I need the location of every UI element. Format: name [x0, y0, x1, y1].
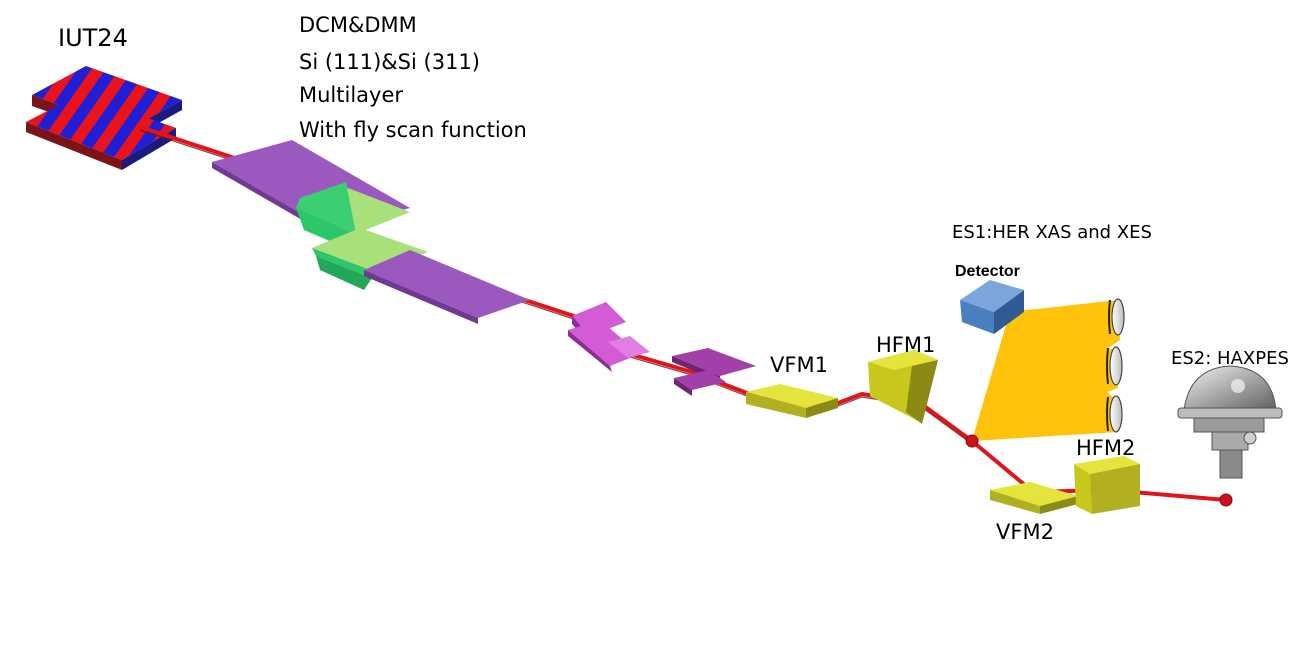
hfm2-mirror	[1074, 456, 1140, 514]
label-detector: Detector	[955, 263, 1020, 280]
mono-line-3: Multilayer	[299, 83, 403, 107]
label-monochromator: DCM&DMM Si (111)&Si (311) Multilayer Wit…	[299, 13, 527, 142]
haxpes-chamber	[1177, 365, 1283, 479]
sample-point-es2	[1219, 493, 1233, 507]
label-undulator: IUT24	[58, 24, 128, 52]
label-hfm2: HFM2	[1076, 436, 1135, 460]
mirror-pair-magenta	[672, 348, 756, 396]
label-hfm1: HFM1	[876, 333, 935, 357]
analyzer-crystals	[1106, 298, 1125, 433]
vfm1-mirror	[746, 384, 838, 418]
xes-fan	[972, 300, 1120, 441]
label-es1: ES1:HER XAS and XES	[952, 222, 1152, 243]
undulator-iut24	[26, 66, 182, 170]
vfm2-mirror	[990, 482, 1078, 514]
label-vfm1: VFM1	[770, 353, 828, 377]
mono-line-2: Si (111)&Si (311)	[299, 50, 480, 74]
mono-line-1: DCM&DMM	[299, 13, 417, 37]
label-es2: ES2: HAXPES	[1171, 348, 1289, 369]
monochromator-dcm-dmm	[212, 140, 530, 324]
mirror-pair-pink	[568, 302, 650, 372]
detector-box	[960, 280, 1024, 334]
label-vfm2: VFM2	[996, 520, 1054, 544]
sample-point-es1	[965, 434, 979, 448]
hfm1-mirror	[868, 350, 938, 424]
mono-line-4: With fly scan function	[299, 118, 527, 142]
